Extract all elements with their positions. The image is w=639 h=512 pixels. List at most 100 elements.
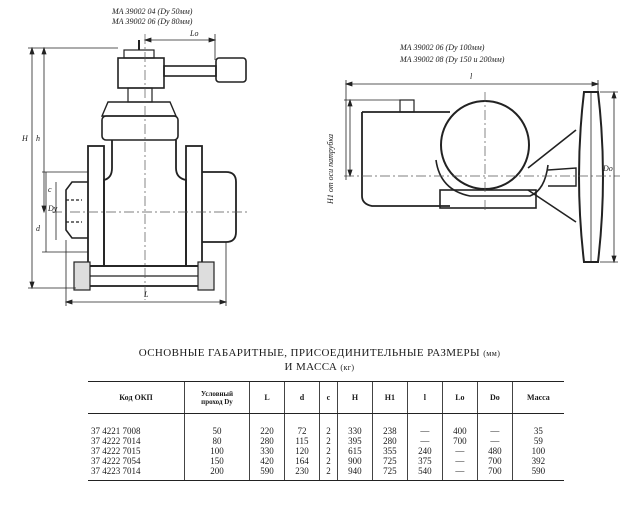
model-label-left-1: МА 39002 04 (Dy 50мм) [112, 7, 193, 16]
dim-label-h-small: h [36, 134, 40, 143]
cell-code: 37 4221 7008 [91, 426, 141, 436]
cell-l: 280 [249, 436, 285, 446]
model-label-right-2: МА 39002 08 (Dy 150 и 200мм) [400, 55, 505, 64]
cell-d: 230 [283, 466, 320, 481]
cell-mass: 59 [511, 436, 564, 446]
cell-h1: 725 [371, 466, 408, 481]
cell-l-small: — [406, 436, 443, 446]
cell-dy: 150 [184, 456, 250, 466]
col-header-do: Do [476, 381, 513, 414]
cell-h: 940 [336, 466, 373, 481]
cell-do: 700 [476, 466, 513, 481]
table-title: ОСНОВНЫЕ ГАБАРИТНЫЕ, ПРИСОЕДИНИТЕЛЬНЫЕ Р… [0, 347, 639, 359]
dim-label-c: c [48, 185, 52, 194]
valve-side-view [344, 91, 620, 263]
col-header-l-small: l [406, 381, 443, 414]
cell-dy: 200 [184, 466, 250, 481]
table-title-unit: (мм) [483, 349, 501, 358]
col-header-h: H [336, 381, 373, 414]
cell-do: 480 [476, 446, 513, 456]
cell-d: 164 [283, 456, 320, 466]
col-header-dy-line2: проход Dy [201, 397, 233, 406]
table-subtitle-text: И МАССА [284, 361, 338, 373]
cell-h: 330 [336, 413, 373, 436]
cell-lo: — [441, 466, 478, 481]
col-header-l: L [249, 381, 285, 414]
cell-do: 700 [476, 456, 513, 466]
table-row: 37 4222 7054 150 420 164 2 900 725 375 —… [88, 456, 564, 466]
table-row: 37 4222 7015 100 330 120 2 615 355 240 —… [88, 446, 564, 456]
cell-lo: 700 [441, 436, 478, 446]
col-header-h1: H1 [371, 381, 408, 414]
cell-dy: 50 [184, 413, 250, 436]
col-header-d: d [283, 381, 320, 414]
cell-code: 37 4222 7014 [91, 436, 141, 446]
cell-h: 395 [336, 436, 373, 446]
col-header-code: Код ОКП [88, 381, 185, 414]
cell-lo: 400 [441, 413, 478, 436]
dim-label-l-left: L [144, 290, 149, 299]
dim-label-d: d [36, 224, 40, 233]
cell-l-small: — [406, 413, 443, 436]
dimensions-table: Код ОКП Условный проход Dy L d c H H1 l … [88, 381, 564, 481]
dim-label-h1: H1 от оси патрубка [325, 134, 335, 204]
cell-do: — [476, 436, 513, 446]
cell-c: 2 [318, 456, 338, 466]
cell-mass: 100 [511, 446, 564, 456]
cell-mass: 590 [511, 466, 564, 481]
table-subtitle: И МАССА (кг) [0, 361, 639, 373]
right-dimensions [344, 80, 618, 264]
cell-c: 2 [318, 466, 338, 481]
cell-l: 330 [249, 446, 285, 456]
cell-c: 2 [318, 413, 338, 436]
cell-mass: 35 [511, 413, 564, 436]
cell-l: 220 [249, 413, 285, 436]
table-row: 37 4222 7014 80 280 115 2 395 280 — 700 … [88, 436, 564, 446]
table-row: 37 4223 7014 200 590 230 2 940 725 540 —… [88, 466, 564, 481]
col-header-mass: Масса [511, 381, 564, 414]
technical-drawing [28, 34, 620, 306]
col-header-c: c [318, 381, 338, 414]
model-label-right-1: МА 39002 06 (Dy 100мм) [400, 43, 485, 52]
col-header-dy-line1: Условный [200, 389, 234, 398]
cell-l: 420 [249, 456, 285, 466]
cell-l-small: 240 [406, 446, 443, 456]
cell-d: 72 [283, 413, 320, 436]
table-subtitle-unit: (кг) [340, 363, 355, 372]
cell-l: 590 [249, 466, 285, 481]
col-header-lo: Lo [441, 381, 478, 414]
cell-d: 120 [283, 446, 320, 456]
cell-code: 37 4222 7054 [91, 456, 141, 466]
dim-label-dy: Dy [48, 204, 58, 213]
dim-label-h-left: H [22, 134, 28, 143]
cell-lo: — [441, 446, 478, 456]
cell-code: 37 4222 7015 [91, 446, 141, 456]
cell-d: 115 [283, 436, 320, 446]
cell-h1: 725 [371, 456, 408, 466]
valve-front-view [52, 34, 250, 300]
cell-l-small: 375 [406, 456, 443, 466]
dim-label-l-right: l [470, 72, 473, 81]
left-dimensions [28, 34, 228, 306]
model-label-left-2: МА 39002 06 (Dy 80мм) [112, 17, 193, 26]
dim-label-do: Do [603, 164, 613, 173]
cell-code: 37 4223 7014 [88, 466, 185, 481]
cell-c: 2 [318, 436, 338, 446]
cell-h1: 238 [371, 413, 408, 436]
dim-label-lo: Lo [190, 29, 199, 38]
cell-c: 2 [318, 446, 338, 456]
cell-l-small: 540 [406, 466, 443, 481]
table-header-row: Код ОКП Условный проход Dy L d c H H1 l … [88, 381, 564, 414]
cell-dy: 100 [184, 446, 250, 456]
cell-mass: 392 [511, 456, 564, 466]
cell-dy: 80 [184, 436, 250, 446]
cell-h1: 355 [371, 446, 408, 456]
table-row: 37 4221 7008 50 220 72 2 330 238 — 400 —… [88, 413, 564, 436]
table-title-text: ОСНОВНЫЕ ГАБАРИТНЫЕ, ПРИСОЕДИНИТЕЛЬНЫЕ Р… [138, 347, 481, 359]
cell-h: 900 [336, 456, 373, 466]
cell-do: — [476, 413, 513, 436]
cell-lo: — [441, 456, 478, 466]
cell-h1: 280 [371, 436, 408, 446]
col-header-dy: Условный проход Dy [184, 381, 250, 414]
cell-h: 615 [336, 446, 373, 456]
